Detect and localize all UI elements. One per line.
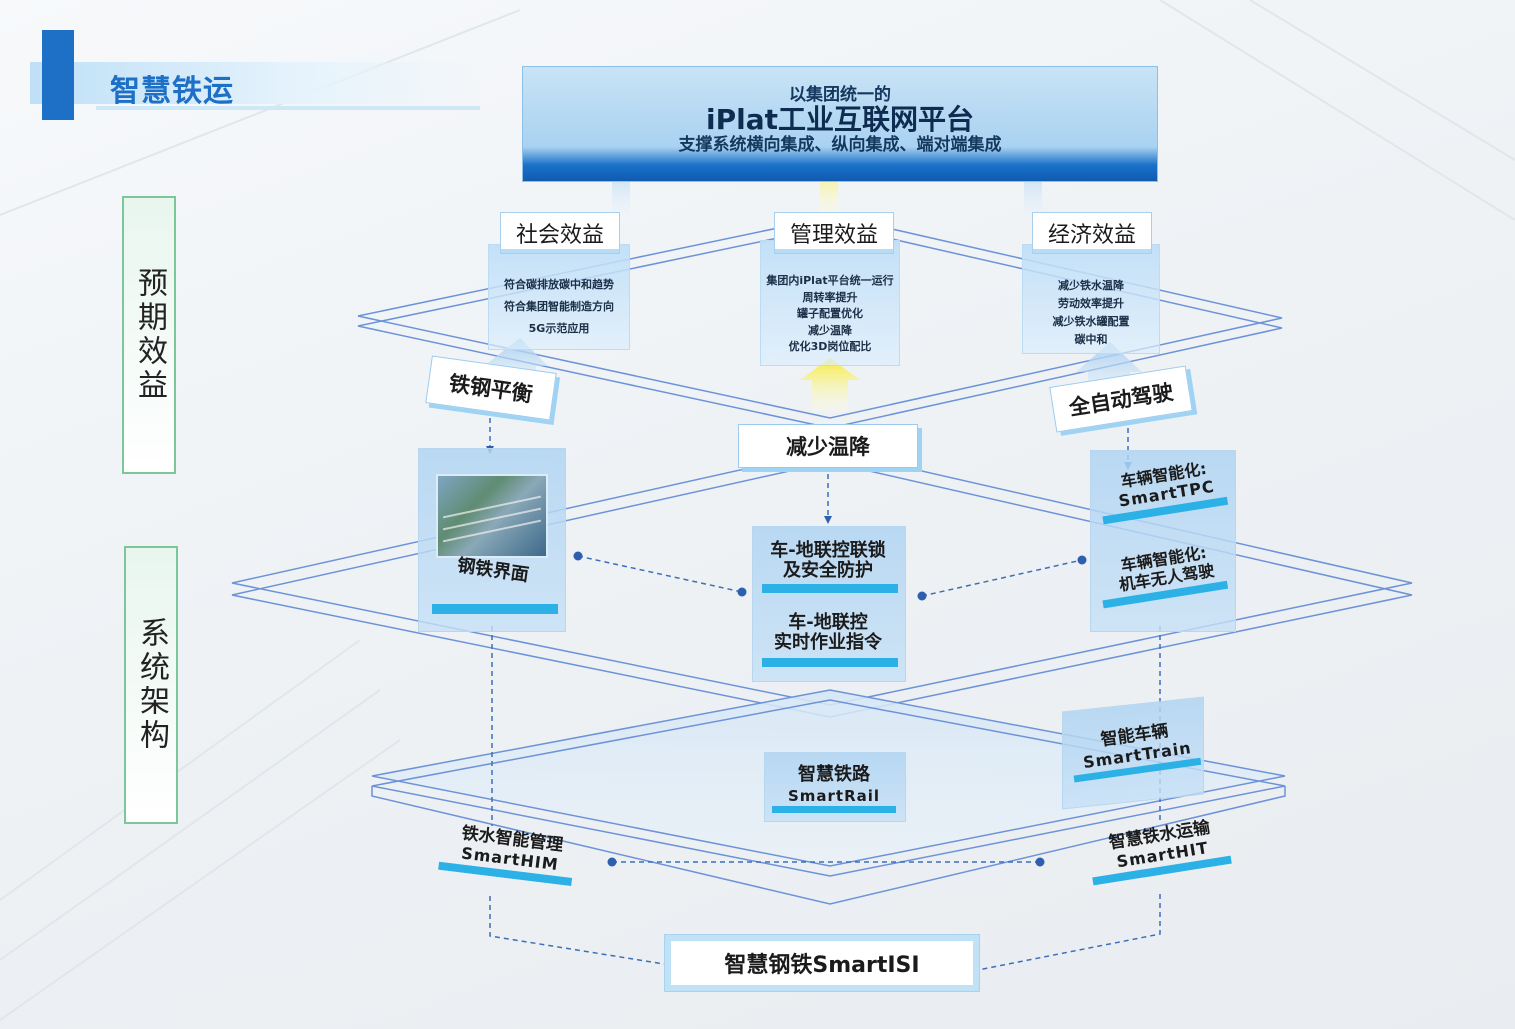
card-center-line2: 及安全防护	[783, 560, 873, 581]
side-label-system-architecture: 系统架构	[124, 546, 178, 824]
social-benefit-title: 社会效益	[500, 212, 620, 254]
header-bar	[30, 62, 480, 104]
management-benefit-item: 罐子配置优化	[797, 307, 863, 320]
economic-benefit-item: 碳中和	[1074, 333, 1108, 346]
platform-subtitle: 支撑系统横向集成、纵向集成、端对端集成	[678, 135, 1002, 155]
card-center-bar	[762, 584, 898, 593]
smart-isi-box: 智慧钢铁SmartISI	[664, 934, 980, 992]
management-benefit-item: 周转率提升	[802, 290, 858, 304]
benefits-plane	[357, 215, 1283, 429]
header-underline	[96, 106, 480, 110]
social-benefit-box: 符合碳排放碳中和趋势 符合集团智能制造方向 5G示范应用	[488, 244, 630, 350]
platform-title: iPlat工业互联网平台	[706, 103, 974, 136]
pill-reduce-temp-drop: 减少温降	[738, 424, 918, 468]
connector-dots	[573, 551, 1087, 867]
side-label-expected-benefits: 预期效益	[122, 196, 176, 474]
economic-benefit-item: 减少铁水温降	[1058, 279, 1124, 292]
header-accent-block	[42, 30, 74, 120]
management-benefit-item: 优化3D岗位配比	[788, 340, 872, 353]
economic-benefit-item: 劳动效率提升	[1058, 297, 1124, 310]
iplat-platform-banner	[522, 66, 1158, 182]
card-center-bar	[762, 658, 898, 667]
management-benefit-title: 管理效益	[774, 212, 894, 254]
card-steel-interface-bar	[432, 604, 558, 614]
card-center-line3: 车-地联控	[788, 612, 868, 633]
social-benefit-item: 5G示范应用	[528, 322, 590, 335]
card-center-line4: 实时作业指令	[774, 632, 882, 653]
system-plane	[231, 449, 1413, 718]
economic-benefit-box: 减少铁水温降 劳动效率提升 减少铁水罐配置 碳中和	[1022, 244, 1160, 354]
card-center-line1: 车-地联控联锁	[770, 540, 886, 561]
management-benefit-box: 集团内iPlat平台统一运行 周转率提升 罐子配置优化 减少温降 优化3D岗位配…	[760, 240, 900, 366]
economic-benefit-title: 经济效益	[1032, 212, 1152, 254]
card-vehicle-ground-control	[752, 526, 906, 682]
platform-line-1: 以集团统一的	[789, 85, 891, 105]
smart-rail-bar	[772, 806, 896, 813]
steel-plant-photo	[436, 474, 548, 558]
smart-rail-en: SmartRail	[787, 787, 881, 805]
page-title: 智慧铁运	[110, 74, 234, 109]
social-benefit-item: 符合集团智能制造方向	[504, 300, 614, 313]
management-benefit-item: 集团内iPlat平台统一运行	[766, 274, 894, 287]
smart-rail-cn: 智慧铁路	[798, 764, 870, 785]
social-benefit-item: 符合碳排放碳中和趋势	[504, 278, 614, 291]
economic-benefit-item: 减少铁水罐配置	[1052, 315, 1130, 328]
management-benefit-item: 减少温降	[808, 323, 852, 337]
